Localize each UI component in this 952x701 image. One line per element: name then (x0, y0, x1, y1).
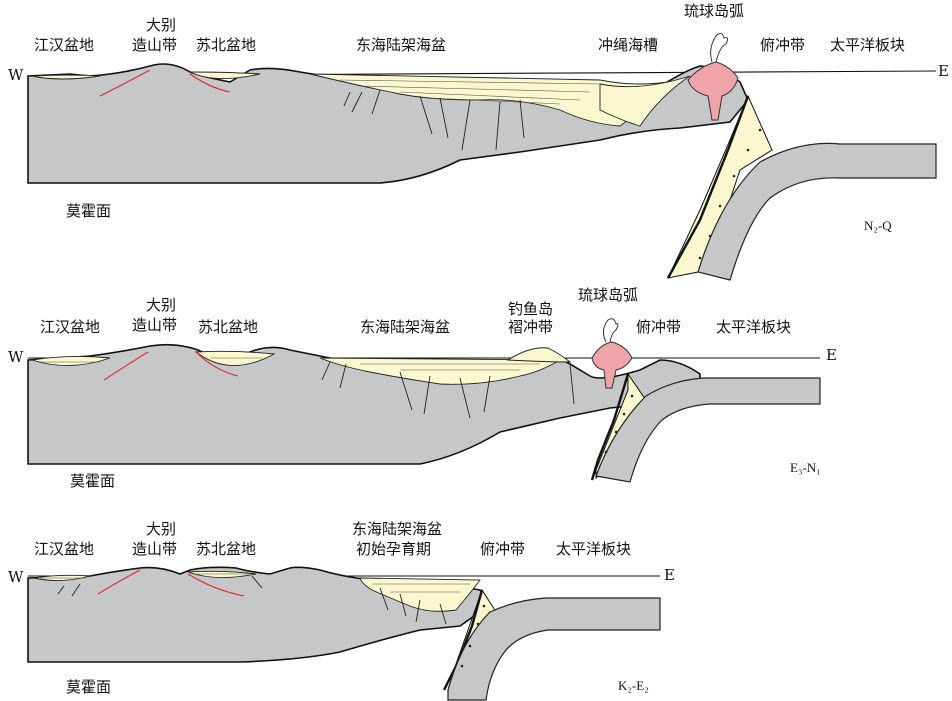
label-dabie-1: 大别 (146, 296, 176, 314)
label-diaoyu-2: 褶冲带 (508, 318, 553, 336)
label-subei: 苏北盆地 (196, 36, 256, 54)
label-subei: 苏北盆地 (198, 318, 258, 336)
label-ryukyu-arc: 琉球岛弧 (578, 286, 638, 304)
label-dabie-1: 大别 (146, 16, 176, 34)
panel-e3n1: W E 江汉盆地 大别 造山带 苏北盆地 东海陆架海盆 钓鱼岛 褶冲带 琉球岛弧… (8, 286, 837, 490)
label-dabie-2: 造山带 (132, 540, 177, 558)
west-label: W (8, 348, 24, 366)
volcano-plume (603, 319, 618, 342)
label-jianghan: 江汉盆地 (40, 318, 100, 336)
volcano-plume (711, 33, 728, 62)
stage-label: N₂-Q (864, 218, 892, 233)
label-east-china-sea: 东海陆架海盆 (360, 318, 450, 336)
label-subduction: 俯冲带 (636, 318, 681, 336)
label-moho: 莫霍面 (70, 472, 115, 490)
label-dabie-2: 造山带 (132, 316, 177, 334)
label-jianghan: 江汉盆地 (34, 540, 94, 558)
west-label: W (8, 66, 24, 84)
label-east-china-sea: 东海陆架海盆 (356, 36, 446, 54)
label-pacific: 太平洋板块 (830, 36, 905, 54)
diaoyu-foldbelt (508, 348, 570, 362)
east-label: E (826, 346, 837, 364)
label-east-china-sea-2: 初始孕育期 (356, 540, 431, 558)
label-diaoyu-1: 钓鱼岛 (508, 300, 553, 318)
label-jianghan: 江汉盆地 (34, 36, 94, 54)
east-label: E (664, 566, 675, 584)
label-dabie-2: 造山带 (132, 36, 177, 54)
east-label: E (938, 62, 949, 80)
stage-label: K₂-E₂ (618, 678, 649, 693)
label-moho: 莫霍面 (66, 202, 111, 220)
label-subei: 苏北盆地 (196, 540, 256, 558)
label-dabie-1: 大别 (146, 520, 176, 538)
label-okinawa: 冲绳海槽 (598, 36, 658, 54)
label-subduction: 俯冲带 (480, 540, 525, 558)
label-subduction: 俯冲带 (760, 36, 805, 54)
label-pacific: 太平洋板块 (716, 318, 791, 336)
panel-n2q: W E 江汉盆地 大别 造山带 苏北盆地 东海陆架海盆 冲绳海槽 琉球岛弧 俯冲… (8, 2, 949, 280)
label-moho: 莫霍面 (66, 678, 111, 696)
label-east-china-sea-1: 东海陆架海盆 (352, 520, 442, 538)
west-label: W (8, 568, 24, 586)
stage-label: E₃-N₁ (790, 460, 821, 475)
label-pacific: 太平洋板块 (556, 540, 631, 558)
label-ryukyu-arc: 琉球岛弧 (684, 2, 744, 20)
panel-k2e2: W E 江汉盆地 大别 造山带 苏北盆地 东海陆架海盆 初始孕育期 俯冲带 太平… (8, 520, 675, 700)
